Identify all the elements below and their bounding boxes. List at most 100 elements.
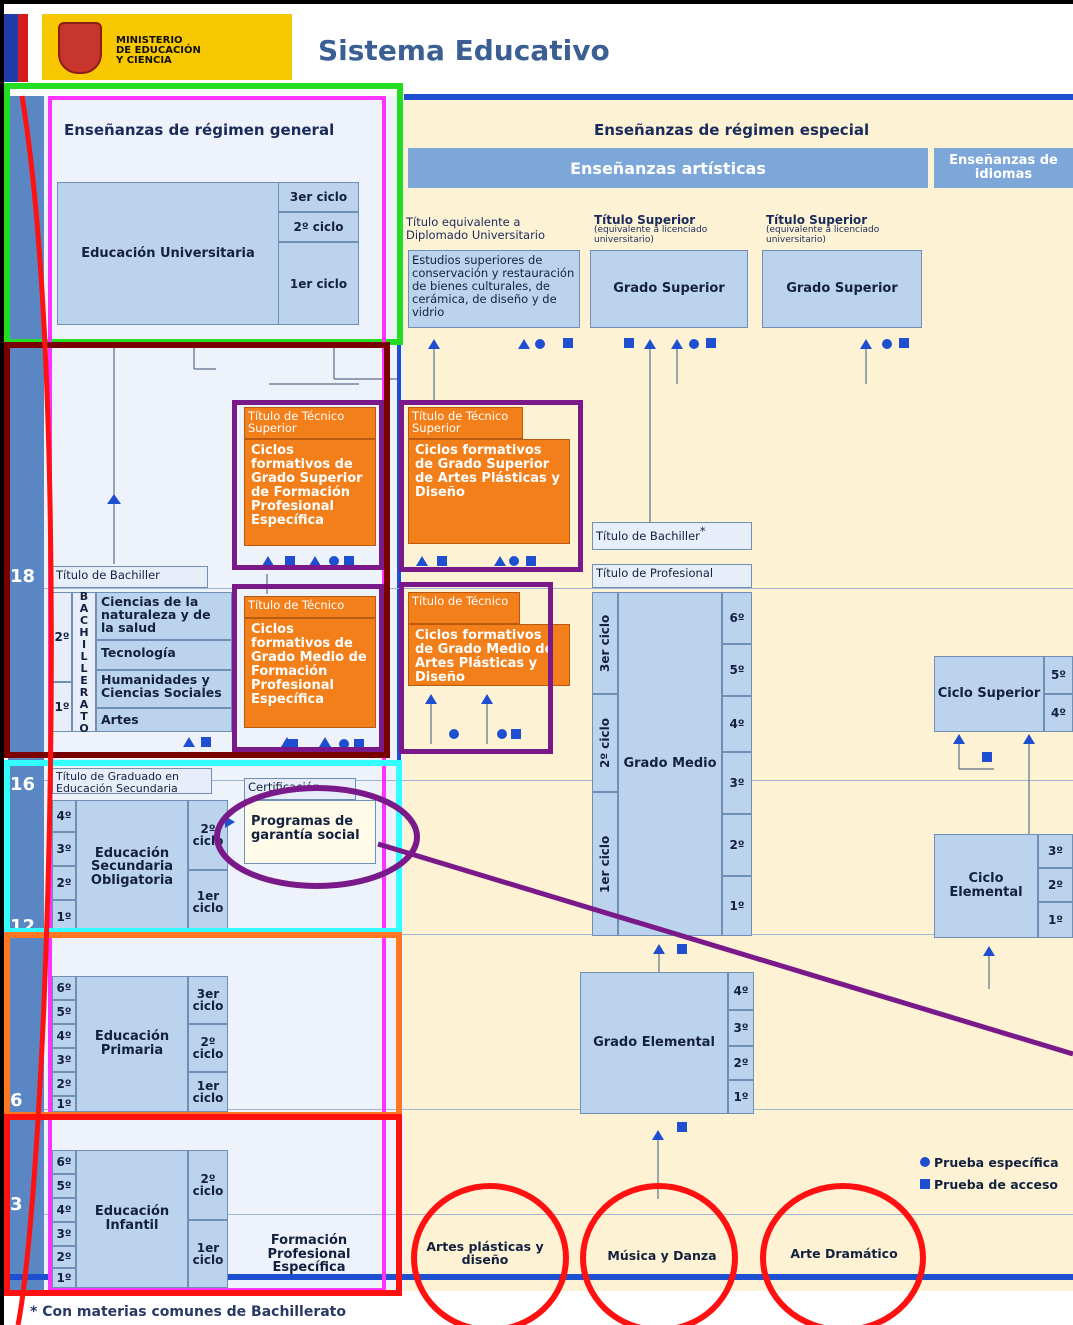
prim-cycle-2: 2º ciclo (188, 1024, 228, 1072)
inf-course-3: 3º (52, 1222, 76, 1246)
bach-modality-2: Tecnología (96, 640, 232, 670)
ministry-name: MINISTERIO DE EDUCACIÓN Y CIENCIA (116, 35, 201, 66)
elem-course-1: 1º (728, 1080, 754, 1114)
flag-strip-red (18, 14, 28, 82)
square-icon (920, 1178, 930, 1189)
eso-course-4: 4º (52, 800, 76, 832)
age-bar (8, 96, 44, 1291)
bach-course-1: 1º (52, 682, 72, 732)
elem-course-3: 3º (728, 1010, 754, 1046)
artes-superior-title: Título equivalente a Diplomado Universit… (406, 215, 546, 242)
uni-cycle-1: 1er ciclo (278, 242, 359, 325)
inf-course-1: 1º (52, 1268, 76, 1288)
age-line-12 (44, 934, 1073, 935)
primaria-box: Educación Primaria (76, 976, 188, 1112)
idiomas-elem-1: 1º (1038, 902, 1073, 938)
musica-course-6: 6º (722, 592, 752, 644)
prim-course-3: 3º (52, 1048, 76, 1072)
grado-medio-box: Grado Medio (618, 592, 722, 936)
asterisk: * (699, 524, 706, 538)
elem-course-4: 4º (728, 972, 754, 1010)
artes-superior-body: Estudios superiores de conservación y re… (412, 253, 575, 319)
ap-medio-box: Ciclos formativos de Grado Medio de Arte… (408, 624, 570, 686)
eso-course-1: 1º (52, 900, 76, 934)
prim-course-2: 2º (52, 1072, 76, 1096)
inf-course-2: 2º (52, 1246, 76, 1268)
musica-course-2: 2º (722, 814, 752, 876)
column-divider (397, 96, 401, 1276)
bach-course-2: 2º (52, 592, 72, 682)
artes-superior-box: Estudios superiores de conservación y re… (408, 250, 580, 328)
label-musica-danza: Música y Danza (607, 1248, 717, 1263)
idiomas-elem-3: 3º (1038, 834, 1073, 868)
page-title: Sistema Educativo (318, 34, 610, 67)
idiomas-banner: Enseñanzas de idiomas (934, 148, 1073, 188)
gs1-title: Título Superior (594, 213, 696, 227)
garantia-tab: Certificación (244, 778, 356, 800)
age-18: 18 (10, 566, 36, 587)
uni-cycle-2: 2º ciclo (278, 212, 359, 242)
ap-superior-tab: Título de Técnico Superior (408, 407, 523, 439)
bachillerato-tab: Título de Bachiller (52, 566, 208, 588)
artisticas-banner: Enseñanzas artísticas (408, 148, 928, 188)
prim-course-4: 4º (52, 1024, 76, 1048)
universitaria-box: Educación Universitaria (57, 182, 279, 325)
musica-course-1: 1º (722, 876, 752, 936)
general-heading: Enseñanzas de régimen general (64, 121, 335, 139)
gs2-title: Título Superior (766, 213, 868, 227)
infantil-box: Educación Infantil (76, 1150, 188, 1288)
garantia-box: Programas de garantía social (244, 800, 376, 864)
ap-superior-box: Ciclos formativos de Grado Superior de A… (408, 439, 570, 544)
prim-cycle-3: 3er ciclo (188, 976, 228, 1024)
musica-bachiller-tab: Título de Bachiller* (592, 522, 752, 550)
fp-superior-box: Ciclos formativos de Grado Superior de F… (244, 439, 376, 546)
coat-of-arms-icon (58, 22, 102, 74)
uni-cycle-3: 3er ciclo (278, 182, 359, 212)
flag-strip (4, 14, 18, 82)
gs2-note: (equivalente a licenciado universitario) (766, 225, 880, 245)
label-artes-plasticas: Artes plásticas y diseño (426, 1239, 544, 1268)
elem-course-2: 2º (728, 1046, 754, 1080)
bach-vertical: BACHILLERATO (72, 590, 96, 734)
ministry-logo: MINISTERIO DE EDUCACIÓN Y CIENCIA (42, 14, 292, 80)
musica-course-3: 3º (722, 752, 752, 814)
top-accent-line (404, 94, 1073, 100)
musica-course-5: 5º (722, 644, 752, 696)
bach-modality-3: Humanidades y Ciencias Sociales (96, 670, 232, 708)
musica-cycle-3: 3er ciclo (592, 592, 618, 694)
idiomas-elem-2: 2º (1038, 868, 1073, 902)
eso-box: Educación Secundaria Obligatoria (76, 800, 188, 934)
idiomas-elemental-box: Ciclo Elemental (934, 834, 1038, 938)
inf-course-6: 6º (52, 1150, 76, 1174)
legend: Prueba específica Prueba de acceso (920, 1152, 1059, 1196)
idiomas-heading: Enseñanzas de idiomas (949, 153, 1058, 182)
diagram-page: MINISTERIO DE EDUCACIÓN Y CIENCIA Sistem… (4, 4, 1073, 1325)
ap-medio-tab: Título de Técnico (408, 592, 520, 624)
fp-superior-tab: Título de Técnico Superior (244, 407, 376, 439)
musica-course-4: 4º (722, 696, 752, 752)
prim-cycle-1: 1er ciclo (188, 1072, 228, 1112)
bach-modality-4: Artes (96, 708, 232, 732)
legend-especifica: Prueba específica (920, 1152, 1059, 1174)
fpe-label: Formación Profesional Específica (267, 1233, 351, 1276)
eso-course-2: 2º (52, 866, 76, 900)
age-3: 3 (10, 1194, 23, 1215)
gs1-box: Grado Superior (590, 250, 748, 328)
musica-cycle-1: 1er ciclo (592, 792, 618, 936)
idiomas-sup-4: 4º (1044, 694, 1073, 732)
eso-course-3: 3º (52, 832, 76, 866)
inf-cycle-1: 1er ciclo (188, 1220, 228, 1288)
age-line-16 (44, 780, 1073, 781)
circle-icon (920, 1157, 930, 1167)
footnote: * Con materias comunes de Bachillerato (30, 1304, 346, 1320)
prim-course-1: 1º (52, 1096, 76, 1112)
age-16: 16 (10, 774, 36, 795)
especial-heading: Enseñanzas de régimen especial (594, 121, 870, 139)
inf-course-5: 5º (52, 1174, 76, 1198)
artisticas-heading: Enseñanzas artísticas (570, 158, 766, 178)
gs2-box: Grado Superior (762, 250, 922, 328)
bach-modality-1: Ciencias de la naturaleza y de la salud (96, 592, 232, 640)
fp-medio-tab: Título de Técnico (244, 596, 376, 618)
fp-medio-box: Ciclos formativos de Grado Medio de Form… (244, 618, 376, 728)
prim-course-6: 6º (52, 976, 76, 1000)
